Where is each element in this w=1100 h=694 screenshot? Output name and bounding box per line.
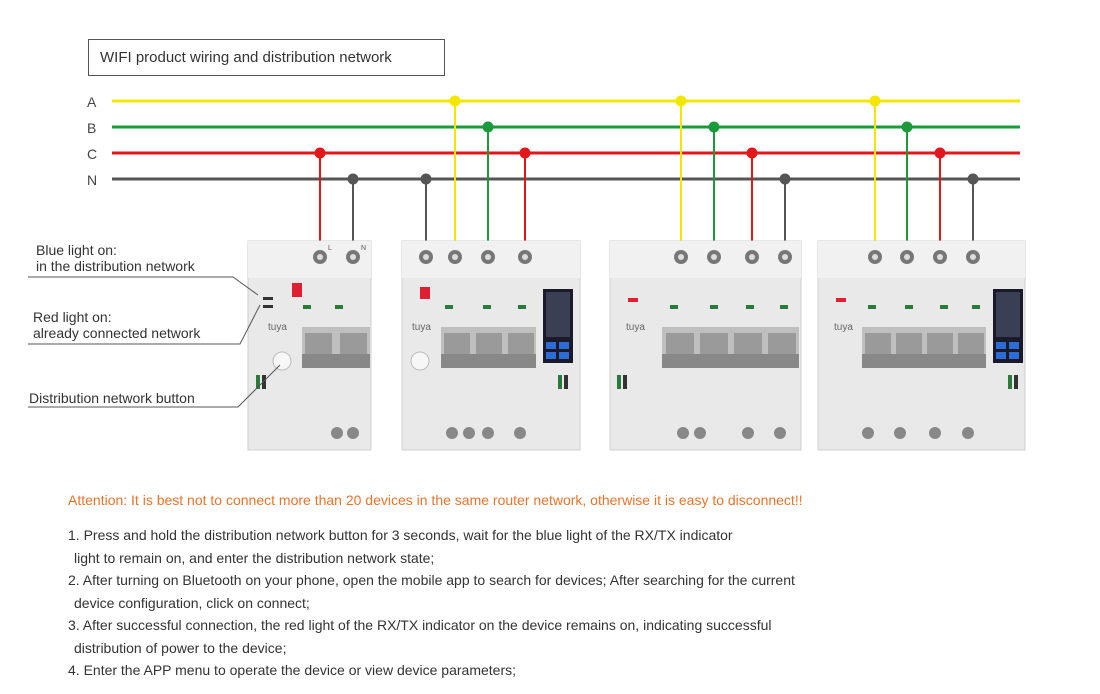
brand-label-3: tuya: [626, 322, 645, 333]
breaker-device-2: tuya: [402, 241, 580, 450]
callout-leaders: [28, 277, 280, 407]
red-light-callout-title: Red light on:: [33, 309, 200, 325]
blue-light-callout-title: Blue light on:: [36, 242, 195, 258]
svg-text:L: L: [328, 245, 332, 252]
step-1-continued: light to remain on, and enter the distri…: [68, 547, 795, 570]
step-4: 4. Enter the APP menu to operate the dev…: [68, 659, 795, 682]
network-button-callout: Distribution network button: [29, 390, 195, 406]
step-1: 1. Press and hold the distribution netwo…: [68, 524, 795, 547]
svg-text:N: N: [361, 245, 366, 252]
step-2: 2. After turning on Bluetooth on your ph…: [68, 569, 795, 592]
step-3-continued: distribution of power to the device;: [68, 637, 795, 660]
breaker-device-1: L N tuya: [248, 241, 371, 450]
brand-label-2: tuya: [412, 322, 431, 333]
junction-dots: [315, 96, 979, 185]
step-3: 3. After successful connection, the red …: [68, 614, 795, 637]
step-2-continued: device configuration, click on connect;: [68, 592, 795, 615]
breaker-device-3: tuya: [610, 241, 801, 450]
red-light-callout: Red light on: already connected network: [33, 309, 200, 341]
red-light-callout-text: already connected network: [33, 325, 200, 341]
attention-note: Attention: It is best not to connect mor…: [68, 492, 803, 508]
breaker-device-4: tuya: [818, 241, 1025, 450]
instruction-steps: 1. Press and hold the distribution netwo…: [68, 524, 795, 682]
drop-wires: [320, 101, 973, 244]
brand-label-4: tuya: [834, 322, 853, 333]
blue-light-callout-text: in the distribution network: [36, 258, 195, 274]
brand-label-1: tuya: [268, 322, 287, 333]
blue-light-callout: Blue light on: in the distribution netwo…: [36, 242, 195, 274]
